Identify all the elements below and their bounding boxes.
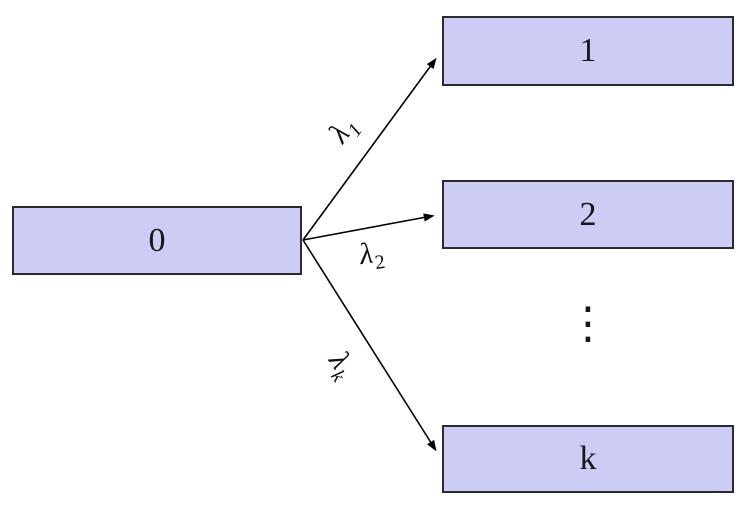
node-k: k xyxy=(442,425,734,493)
edge-0-to-1 xyxy=(302,57,437,241)
node-1: 1 xyxy=(442,16,734,86)
node-1-label: 1 xyxy=(579,32,597,69)
node-2-label: 2 xyxy=(579,195,597,233)
node-2: 2 xyxy=(442,180,734,249)
edge-0-to-2 xyxy=(302,213,435,241)
node-0: 0 xyxy=(12,206,302,275)
vertical-ellipsis: ⋮ xyxy=(566,298,610,349)
node-0-label: 0 xyxy=(148,221,166,259)
node-k-label: k xyxy=(579,440,597,477)
edge-label-lambda-2: λ2 xyxy=(357,237,386,275)
edge-0-to-k xyxy=(302,239,437,452)
